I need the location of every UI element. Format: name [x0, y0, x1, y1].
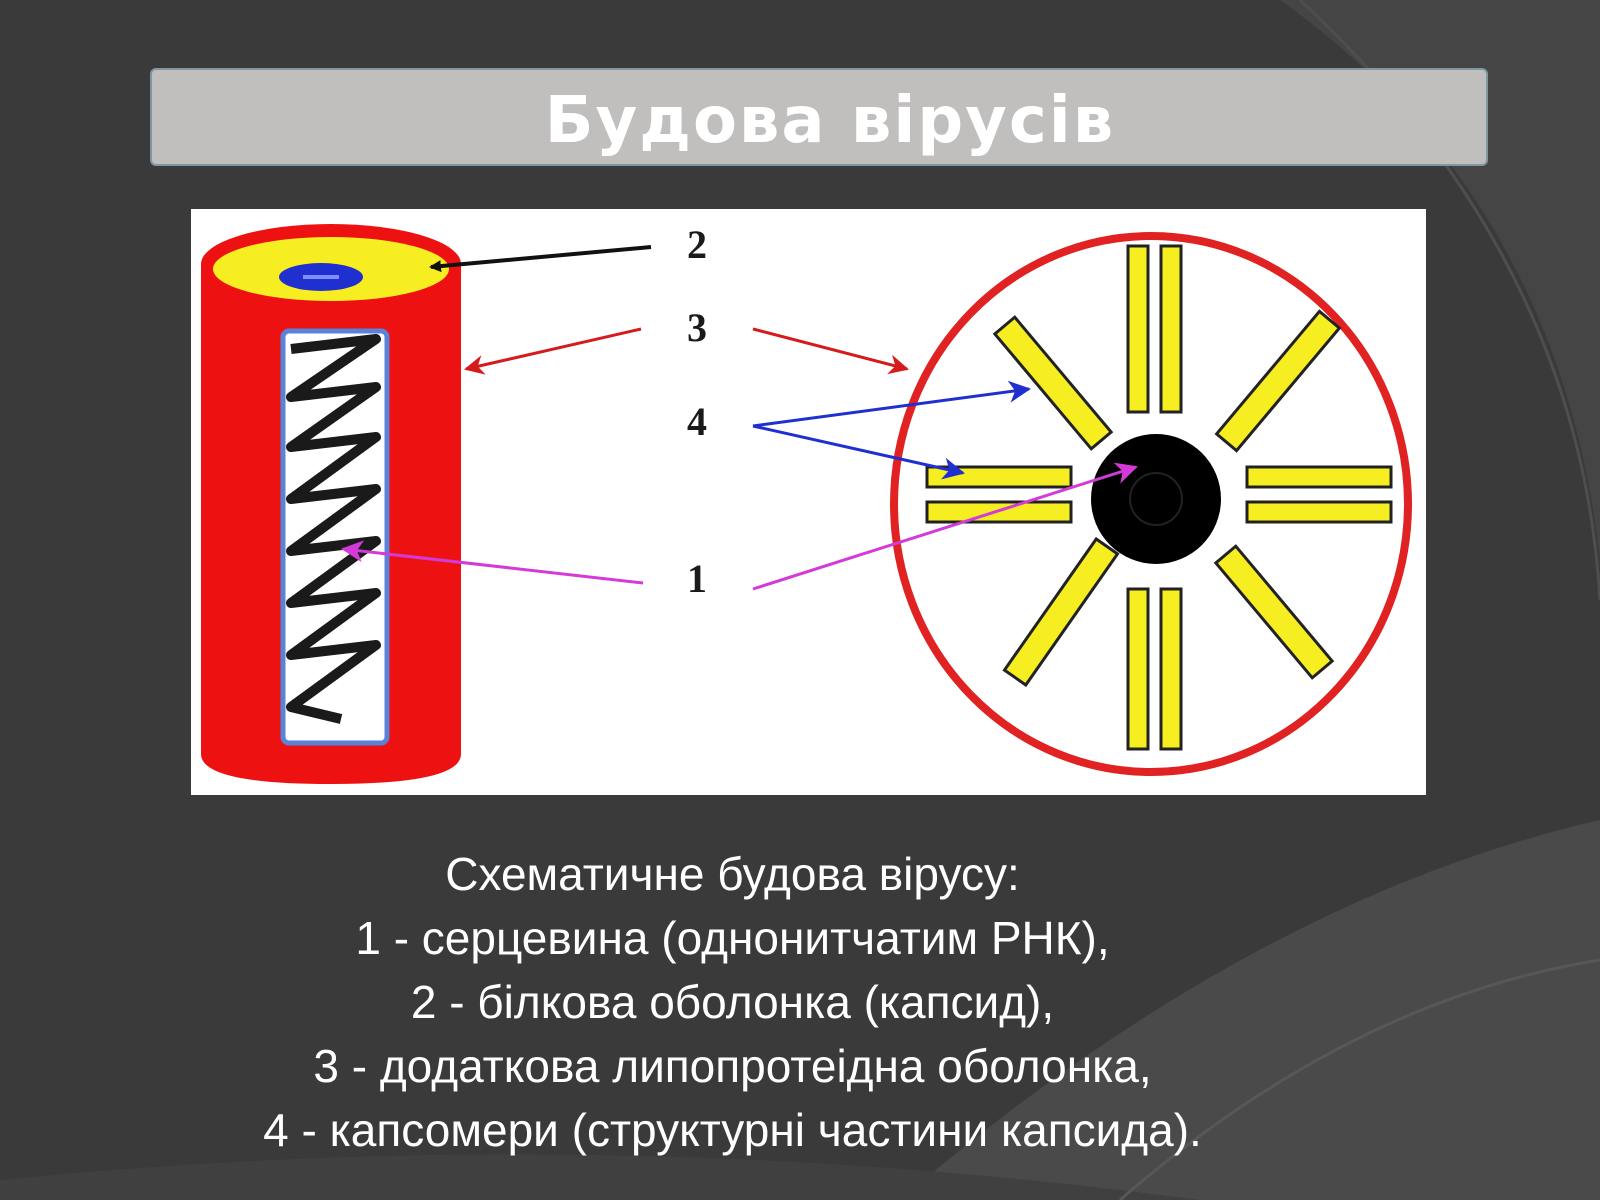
slide-title: Будова вірусів — [544, 84, 1116, 158]
label-2: 2 — [687, 222, 707, 267]
arrow-4-capsomere-top — [752, 380, 1031, 428]
arrow-4-capsomere-left — [752, 424, 965, 480]
capsomeres — [925, 244, 1393, 751]
virus-diagram: 2 3 4 1 — [191, 209, 1426, 795]
caption: Схематичне будова вірусу: 1 - серцевина … — [120, 842, 1345, 1162]
virus-cross-section — [890, 232, 1412, 776]
caption-item-2: 2 - білкова оболонка (капсид), — [410, 976, 1055, 1028]
label-1: 1 — [687, 556, 707, 601]
caption-heading: Схематичне будова вірусу: — [445, 848, 1020, 900]
rna-helix — [286, 334, 381, 724]
arrow-1-core-left — [341, 540, 644, 585]
virus-diagram-svg: 2 3 4 1 — [201, 222, 1412, 784]
caption-item-1: 1 - серцевина (однонитчатим РНК), — [355, 912, 1110, 964]
rod-virus — [201, 224, 461, 784]
label-4: 4 — [687, 399, 707, 444]
caption-item-3: 3 - додаткова липопротеідна оболонка, — [313, 1040, 1152, 1092]
title-bar: Будова вірусів — [150, 68, 1488, 166]
caption-item-4: 4 - капсомери (структурні частини капсид… — [263, 1104, 1202, 1156]
label-3: 3 — [687, 305, 707, 350]
core-circle — [1091, 434, 1221, 564]
arrow-2-capsid — [429, 245, 652, 273]
arrow-3-envelope-right — [752, 327, 909, 375]
arrow-1-core-right — [752, 462, 1138, 591]
arrow-3-envelope-left — [464, 327, 642, 375]
